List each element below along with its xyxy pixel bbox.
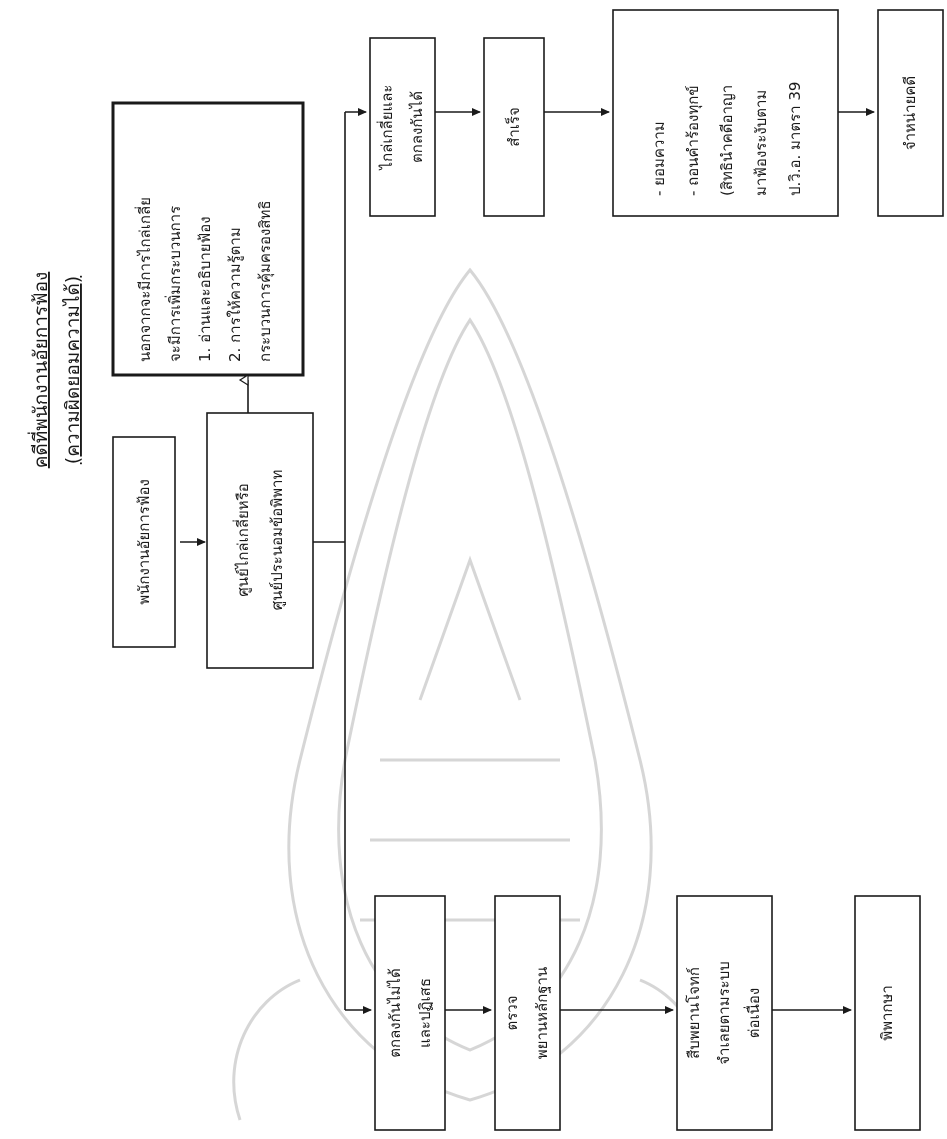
label-witness-line: สืบพยานโจทก์ <box>685 967 703 1059</box>
examine-evidence-box <box>494 895 561 1131</box>
label-mediated-line: ตกลงกันได้ <box>408 91 426 163</box>
label-settlement-line: มาฟ้องระงับตาม <box>752 90 770 196</box>
label-center-line: ศูนย์ประนอมข้อพิพาท <box>268 470 286 611</box>
node-labels: พนักงานอัยการฟ้องศูนย์ไกล่เกลี่ยหรือศูนย… <box>134 76 919 1065</box>
label-dismiss-line: จำหน่ายคดี <box>901 76 919 150</box>
judgment-box <box>854 895 921 1131</box>
label-examine-line: ตรวจ <box>503 995 521 1030</box>
label-center: ศูนย์ไกล่เกลี่ยหรือ ศูนย์ประนอมข้อพิพาท <box>232 470 286 611</box>
label-not-agreed: ตกลงกันไม่ได้ และปฏิเสธ <box>386 968 434 1057</box>
label-dismiss: จำหน่ายคดี <box>901 76 919 150</box>
witness-hearing-box <box>676 895 773 1131</box>
label-settlement-line: ป.วิ.อ. มาตรา 39 <box>786 82 804 196</box>
label-additional-line: จะมีการเพิ่มกระบวนการ <box>164 206 184 362</box>
label-examine: ตรวจ พยานหลักฐาน <box>503 967 551 1059</box>
success-box <box>483 37 545 217</box>
label-witness-line: จำเลยตามระบบ <box>715 961 733 1065</box>
title-line-2: (ความผิดยอมความได้) <box>62 276 84 464</box>
label-witness: สืบพยานโจทก์ จำเลยตามระบบ ต่อเนื่อง <box>685 961 763 1065</box>
label-additional-line: 1. อ่านและอธิบายฟ้อง <box>196 216 214 362</box>
mediated-agreed-box <box>369 37 436 217</box>
title-line-1: คดีที่พนักงานอัยการฟ้อง <box>27 272 52 469</box>
dismiss-case-box <box>877 9 944 217</box>
additional-process-box <box>111 101 305 377</box>
label-trial: พิพากษา <box>878 985 896 1041</box>
label-prosecutor-line: พนักงานอัยการฟ้อง <box>135 479 153 605</box>
label-success: สำเร็จ <box>504 107 523 147</box>
label-prosecutor: พนักงานอัยการฟ้อง <box>135 479 153 605</box>
mediation-center-box <box>206 412 314 669</box>
label-settlement-line: - ยอมความ <box>650 121 668 196</box>
diagram-title: คดีที่พนักงานอัยการฟ้อง (ความผิดยอมความไ… <box>27 272 84 469</box>
label-witness-line: ต่อเนื่อง <box>743 988 763 1038</box>
label-mediated-line: ไกล่เกลี่ยและ <box>376 85 396 171</box>
settlement-box <box>612 9 839 217</box>
label-additional-line: 2. การให้ความรู้ตาม <box>226 227 244 362</box>
not-agreed-box <box>374 895 446 1131</box>
label-additional-line: นอกจากจะมีการไกล่เกลี่ย <box>134 197 154 362</box>
label-not-agreed-line: ตกลงกันไม่ได้ <box>386 968 404 1057</box>
label-settlement-line: (สิทธินำคดีอาญา <box>718 85 736 196</box>
label-examine-line: พยานหลักฐาน <box>533 967 551 1059</box>
label-settlement-line: - ถอนคำร้องทุกข์ <box>684 85 703 196</box>
label-settlement: - ยอมความ - ถอนคำร้องทุกข์ (สิทธินำคดีอาญา… <box>650 82 804 196</box>
label-additional-line: กระบวนการคุ้มครองสิทธิ <box>256 201 275 363</box>
label-success-line: สำเร็จ <box>504 107 523 147</box>
label-not-agreed-line: และปฏิเสธ <box>416 978 434 1048</box>
label-center-line: ศูนย์ไกล่เกลี่ยหรือ <box>232 483 252 597</box>
prosecutor-box <box>112 436 176 648</box>
label-trial-line: พิพากษา <box>878 985 896 1041</box>
label-additional: นอกจากจะมีการไกล่เกลี่ย จะมีการเพิ่มกระบว… <box>134 197 275 362</box>
label-mediated: ไกล่เกลี่ยและ ตกลงกันได้ <box>376 85 426 171</box>
